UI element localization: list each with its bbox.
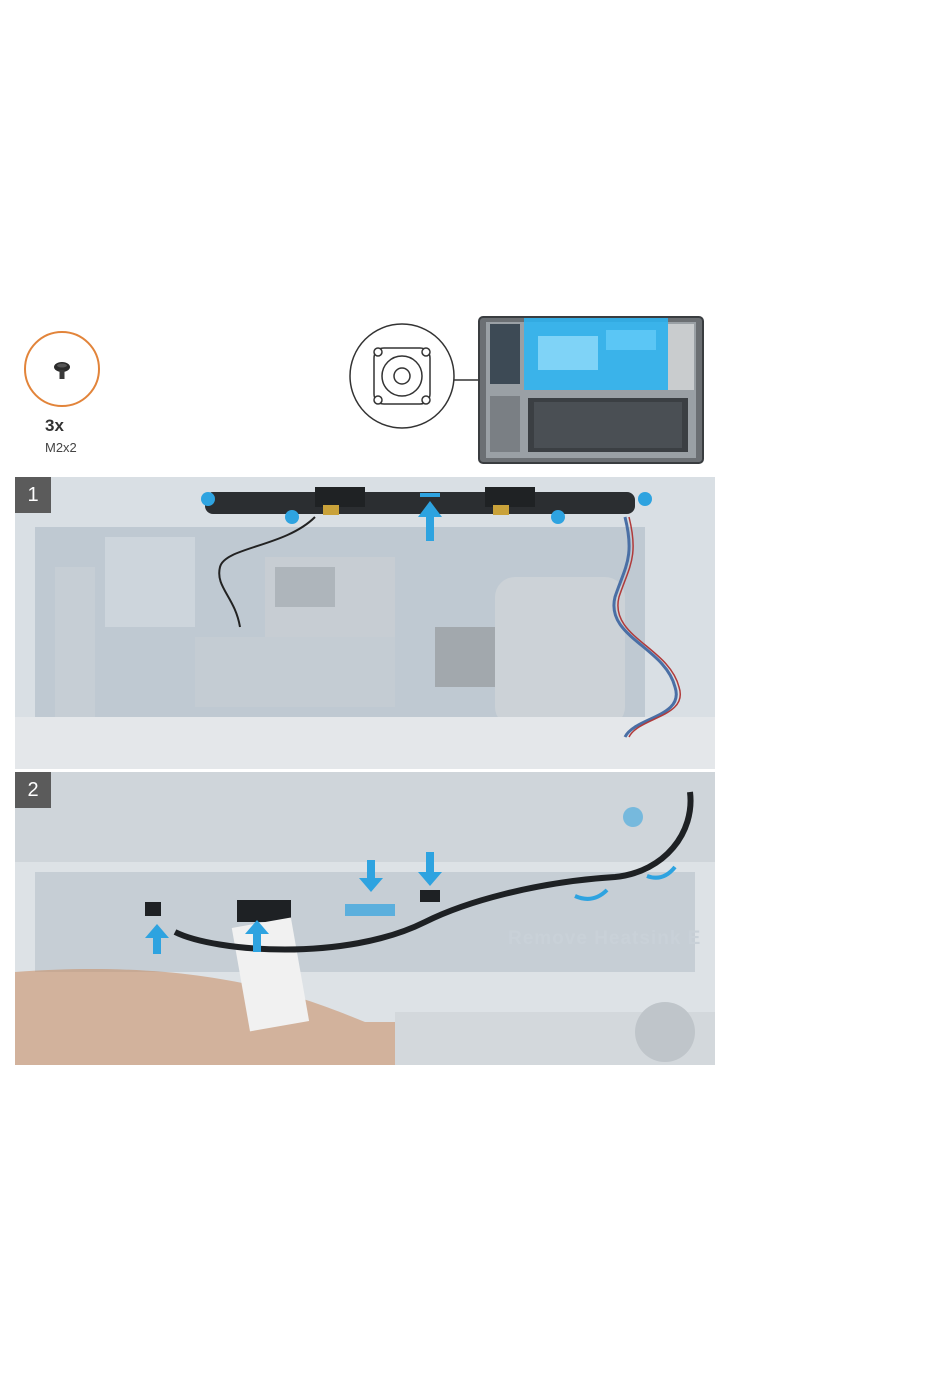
step-2-badge: 2: [15, 772, 51, 808]
laptop-overview-image: [478, 316, 704, 464]
step1-image: [15, 477, 715, 769]
step2-image: [15, 772, 715, 1065]
speaker-icon: [348, 322, 456, 430]
speaker-callout-line: [0, 0, 950, 500]
silkscreen-text: Remove Heatsink E: [508, 928, 701, 950]
step-1-badge: 1: [15, 477, 51, 513]
